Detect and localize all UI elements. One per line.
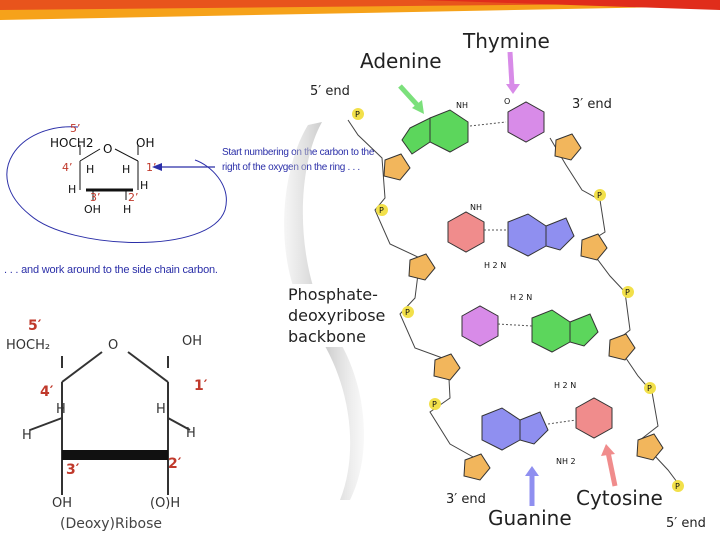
svg-text:H 2 N: H 2 N [484,261,506,270]
guanine-base [481,407,521,451]
decorative-banner [0,0,720,30]
bottom-h-label: H [156,402,166,417]
top-h-bottom-label: H [123,203,132,216]
svg-text:P: P [625,288,630,297]
sugar-pentagon [580,233,608,261]
bottom-c1-number: 1′ [194,378,208,394]
cytosine-label: Cytosine [576,486,663,510]
top-3prime-end-label: 3′ end [572,97,612,112]
adenine-base [429,109,469,153]
guanine-base [519,411,549,445]
phosphate [594,189,606,201]
backbone-label: Phosphate- deoxyribose backbone [288,284,386,347]
thymine-base [461,305,499,347]
bottom-ribose-structure [29,351,191,495]
svg-text:NH: NH [470,203,482,212]
work-around-annotation: . . . and work around to the side chain … [4,264,218,276]
cytosine-base [575,397,613,439]
bottom-oh-paren-label: (O)H [150,496,181,511]
adenine-base [569,313,599,347]
ribose-caption: (Deoxy)Ribose [60,516,162,532]
top-h-label: H [140,179,149,192]
guanine-base [507,213,547,257]
cytosine-base [447,211,485,253]
sugar-pentagon [433,353,461,381]
adenine-base [531,309,571,353]
sugar-pentagon [608,333,636,361]
dna-structure-diagram: P P P P P P P P NH O NH H 2 N H 2 N H 2 N NH 2 [284,51,684,506]
phosphate [429,398,441,410]
bottom-hoch2-label: HOCH₂ [6,338,51,353]
bottom-h-label: H [22,428,32,443]
guanine-label: Guanine [488,506,572,530]
svg-text:NH 2: NH 2 [556,457,576,466]
sugar-left [383,153,491,481]
sugar-pentagon [408,253,436,281]
top-c4-number: 4’ [62,161,73,174]
svg-text:O: O [504,97,510,106]
top-hoch2-label: HOCH2 [50,136,94,150]
phosphate [622,286,634,298]
thymine-label: Thymine [463,29,550,53]
sugar-pentagon [554,133,582,161]
svg-text:H 2 N: H 2 N [554,381,576,390]
bottom-h-label: H [186,426,196,441]
top-c1-number: 1’ [146,161,157,174]
bottom-oh-label: OH [52,496,73,511]
bottom-5prime-end-label: 5′ end [666,516,706,531]
top-ribose-diagram [6,126,227,243]
top-c5-number: 5’ [70,122,81,135]
svg-text:P: P [675,482,680,491]
top-c2-number: 2’ [128,191,139,204]
top-oxygen-label: O [103,142,113,156]
bottom-h-label: H [56,402,66,417]
top-oh-bottom-label: OH [84,203,101,216]
bottom-oxygen-label: O [108,338,119,353]
sugar-pentagon [463,453,491,481]
top-oh-right-label: OH [136,136,155,150]
top-h-label: H [68,183,77,196]
sugar-right [554,133,664,461]
svg-text:H 2 N: H 2 N [510,293,532,302]
top-h-label: H [86,163,95,176]
phosphate [644,382,656,394]
numbering-curve [6,126,227,243]
bottom-c2-number: 2′ [168,456,182,472]
backbone-swoosh [284,122,364,500]
thymine-base [507,101,545,143]
sugar-pentagon [383,153,411,181]
svg-text:NH: NH [456,101,468,110]
bottom-c4-number: 4′ [40,384,54,400]
top-5prime-end-label: 5′ end [310,84,350,99]
guanine-base [545,217,575,251]
phosphate-groups [352,108,684,492]
svg-text:P: P [647,384,652,393]
phosphate [402,306,414,318]
svg-text:P: P [597,191,602,200]
adenine-label: Adenine [360,49,442,73]
phosphate [352,108,364,120]
bottom-3prime-end-label: 3′ end [446,492,486,507]
svg-text:P: P [379,206,384,215]
svg-text:P: P [432,400,437,409]
top-c3-number: 3’ [90,191,101,204]
bottom-c3-number: 3′ [66,462,80,478]
svg-text:P: P [355,110,360,119]
sugar-pentagon [636,433,664,461]
phosphate [672,480,684,492]
svg-text:P: P [405,308,410,317]
bottom-oh-right-label: OH [182,334,203,349]
phosphate [376,204,388,216]
top-h-label: H [122,163,131,176]
bottom-c5-number: 5′ [28,318,42,334]
adenine-base [401,117,431,155]
